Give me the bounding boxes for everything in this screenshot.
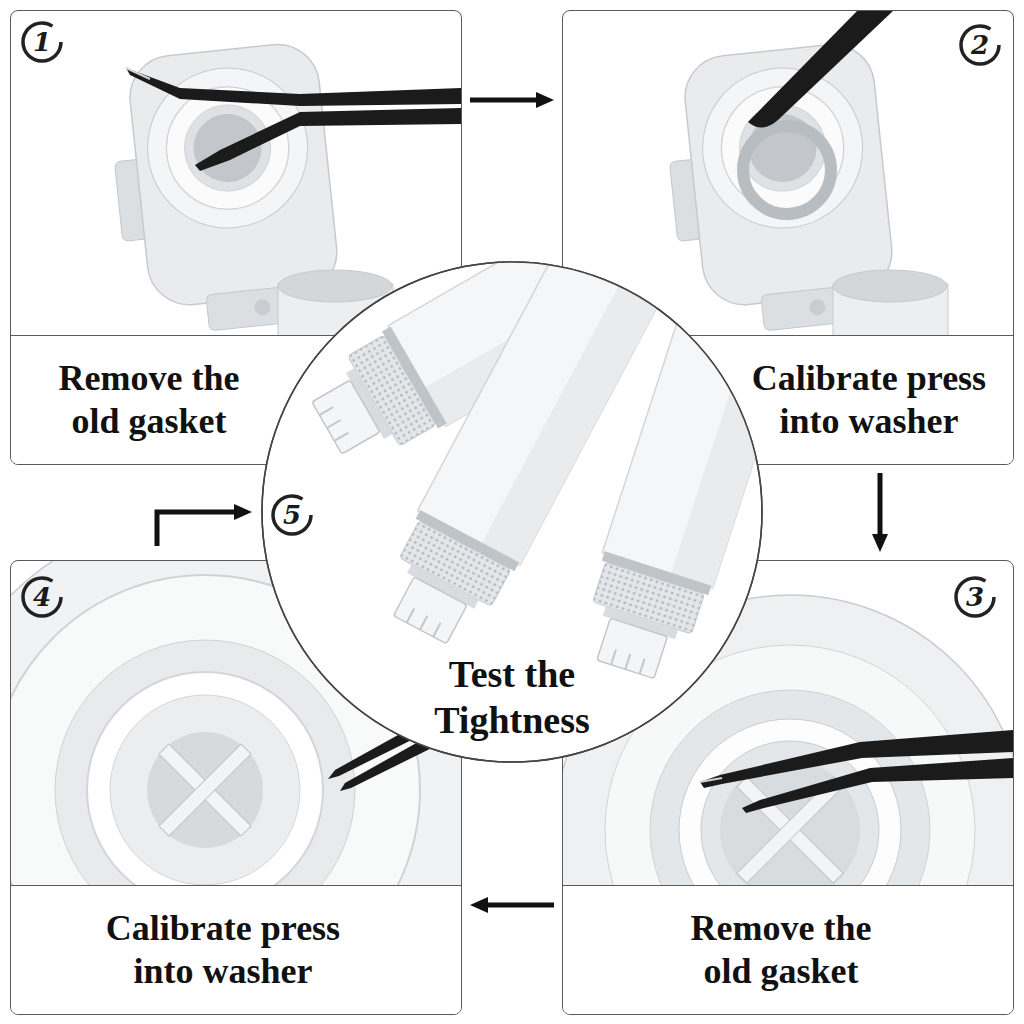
number-ring bbox=[23, 578, 61, 616]
number-ring bbox=[23, 23, 61, 61]
flow-arrow bbox=[878, 473, 883, 538]
caption-box: Remove the old gasket bbox=[563, 885, 1013, 1014]
step-caption: Calibrate press into washer bbox=[739, 357, 998, 443]
panel-illustration bbox=[659, 11, 948, 337]
valve-housing bbox=[104, 40, 393, 337]
step-number-slot: 4 bbox=[20, 575, 64, 619]
tweezers bbox=[195, 108, 461, 171]
step-circle: Test the Tightness bbox=[260, 260, 764, 764]
number-ring bbox=[273, 496, 311, 534]
cap-inner bbox=[650, 690, 930, 888]
step-number: 2 bbox=[971, 32, 989, 58]
step-number: 1 bbox=[33, 29, 51, 55]
cap-hole bbox=[147, 732, 263, 848]
flow-arrow bbox=[157, 512, 238, 546]
cross-vent bbox=[123, 708, 287, 872]
tweezer-tip bbox=[700, 778, 722, 782]
step-number: 5 bbox=[283, 502, 301, 528]
flow-arrow bbox=[484, 903, 554, 908]
filter-bottle bbox=[369, 260, 764, 657]
step-caption: Calibrate press into washer bbox=[93, 907, 352, 993]
tweezer-tip bbox=[126, 68, 150, 79]
bottle-group bbox=[298, 260, 764, 687]
pressed-washer bbox=[743, 126, 831, 214]
flow-arrow bbox=[470, 98, 540, 103]
tweezers bbox=[126, 68, 461, 106]
step-number: 4 bbox=[33, 584, 51, 610]
cap-inner bbox=[55, 640, 355, 888]
step-caption: Remove the old gasket bbox=[673, 907, 889, 993]
step-number-slot: 1 bbox=[20, 20, 64, 64]
tweezers bbox=[748, 11, 894, 128]
washer-inner bbox=[110, 695, 300, 885]
number-ring bbox=[956, 578, 994, 616]
step-number-slot: 2 bbox=[958, 23, 1002, 67]
step-number-slot: 5 bbox=[270, 493, 314, 537]
tweezers bbox=[742, 758, 1013, 813]
washer bbox=[87, 672, 323, 888]
step-title: Test the Tightness bbox=[417, 652, 607, 743]
step-number-slot: 3 bbox=[953, 575, 997, 619]
step-caption: Remove the old gasket bbox=[41, 357, 257, 443]
circle-outline bbox=[262, 262, 762, 762]
caption-box: Calibrate press into washer bbox=[11, 885, 461, 1014]
step-number: 3 bbox=[966, 584, 984, 610]
number-ring bbox=[961, 26, 999, 64]
